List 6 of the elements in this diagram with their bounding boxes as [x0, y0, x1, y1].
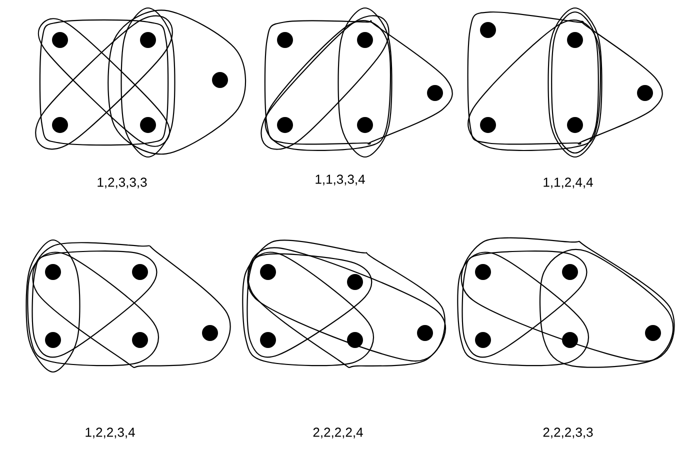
caption-label: 1,2,3,3,3 [98, 178, 147, 188]
caption-label: 1,1,2,4,4 [544, 178, 593, 188]
caption-label: 2,2,2,3,3 [543, 428, 593, 438]
caption-label: 2,2,2,2,4 [313, 428, 363, 438]
caption-label: 1,2,2,3,4 [86, 428, 135, 438]
caption-label: 1,1,3,3,4 [316, 174, 365, 186]
